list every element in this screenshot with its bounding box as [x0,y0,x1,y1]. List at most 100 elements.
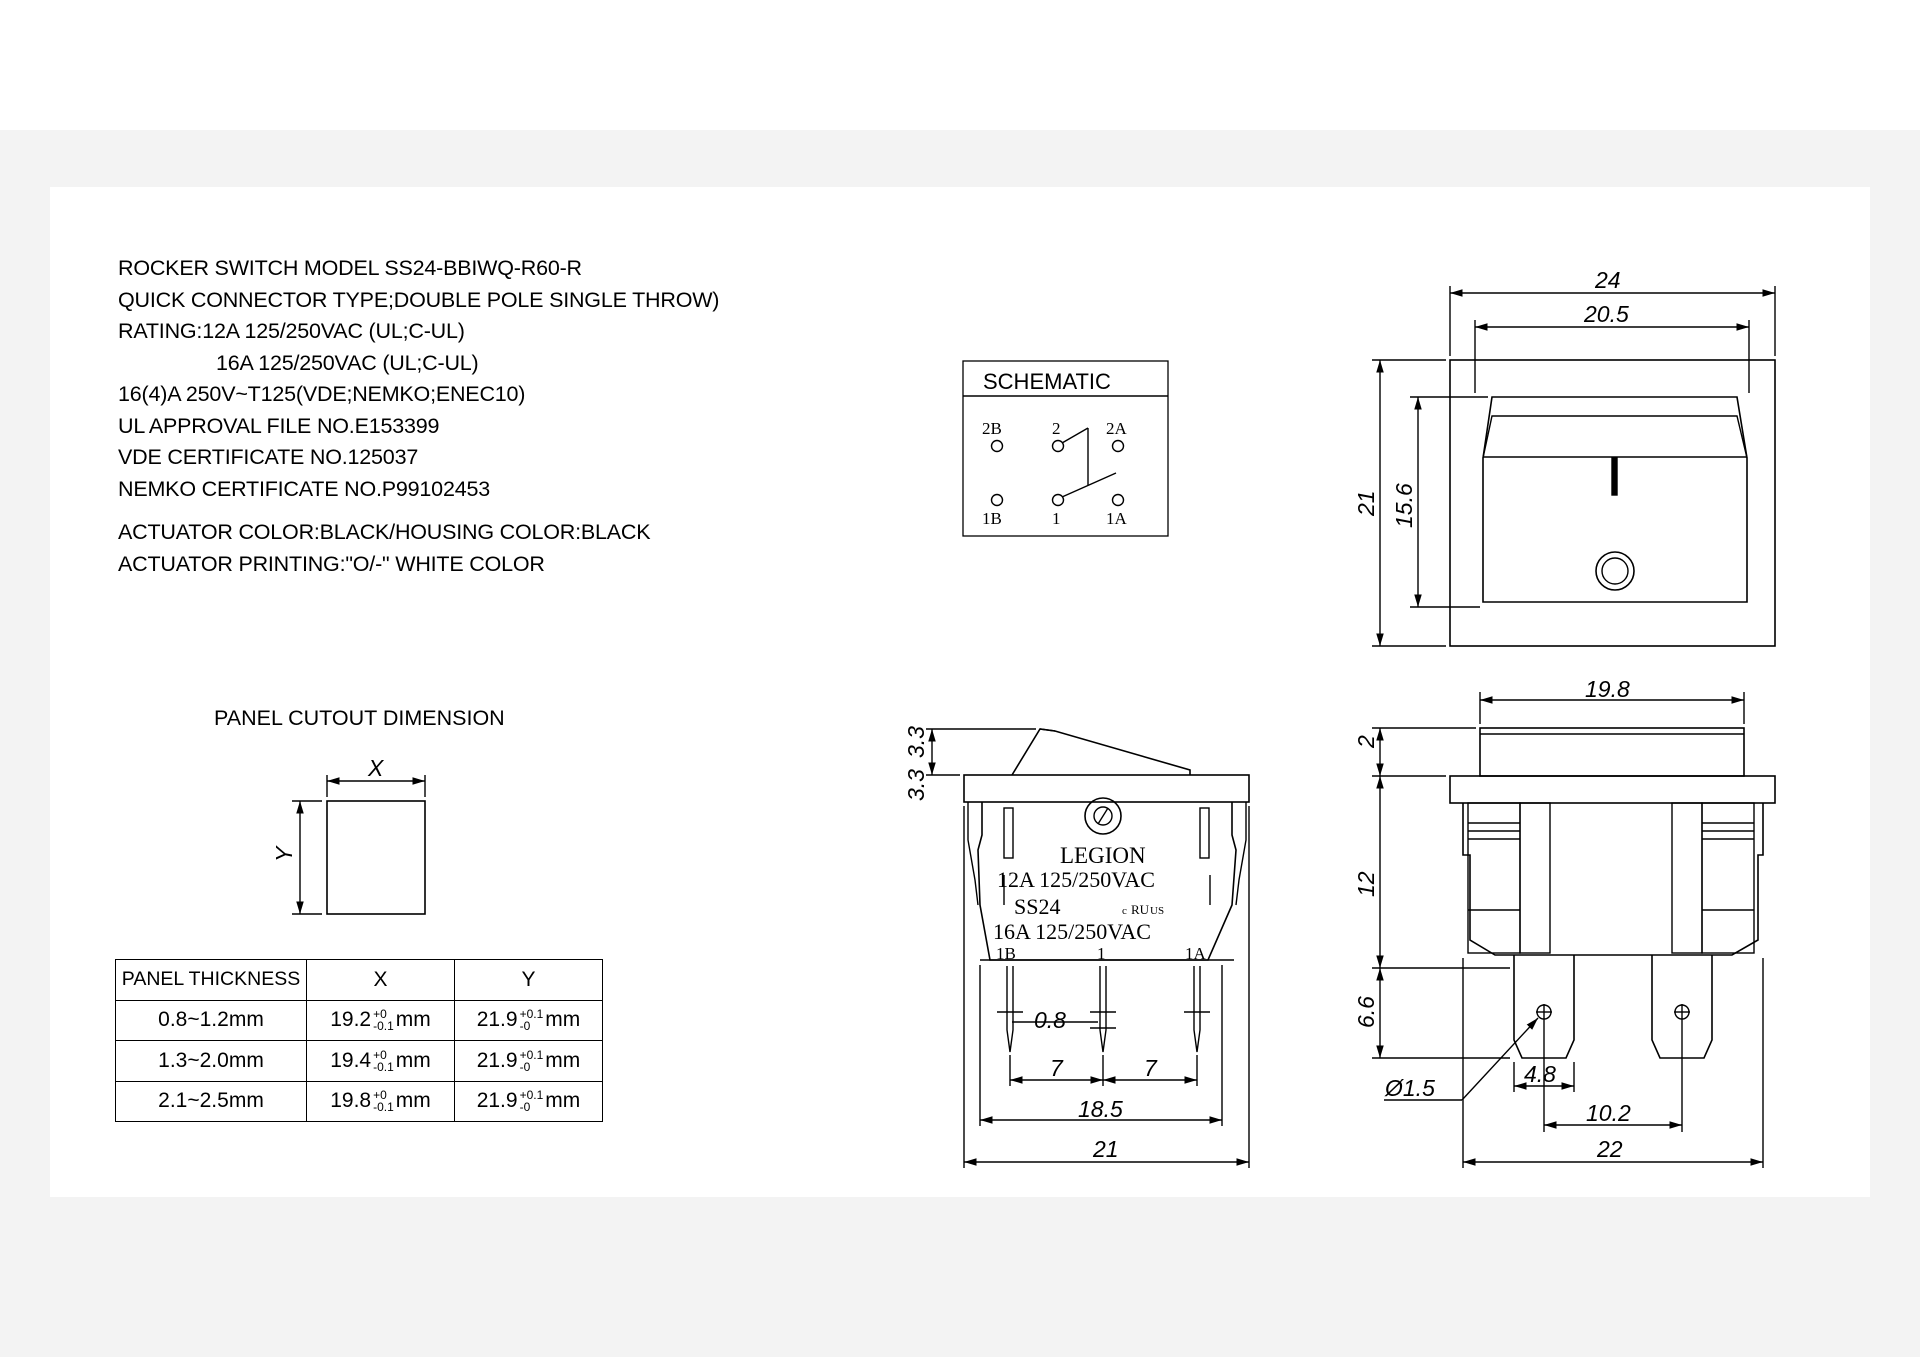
dim-12: 12 [1353,871,1379,897]
slot-right [1199,807,1210,859]
dim-3-3-a: 3.3 [903,769,929,801]
dim-7a: 7 [1050,1055,1064,1081]
tol-plus: +0 [373,1047,387,1062]
end-body [1462,803,1764,956]
actuator-edge [1039,728,1056,732]
lamp-hole-mark [1097,807,1109,825]
spec-nemko-cert: NEMKO CERTIFICATE NO.P99102453 [118,476,490,501]
dim-10-2: 10.2 [1586,1100,1631,1126]
lamp-hole-inner [1093,806,1113,826]
x-unit: mm [395,1048,431,1072]
y-tolerance: +0.1-0 [520,1049,544,1073]
front-view: 24 20.5 21 15.6 [1353,267,1776,647]
brand-text: LEGION [1060,843,1146,868]
dim-21-side: 21 [1092,1136,1119,1162]
cutout-drawing: X Y [271,755,426,915]
thickness-cell: 0.8~1.2mm [115,999,307,1041]
schematic-label-2a: 2A [1106,419,1128,438]
tol-minus: -0.1 [373,1100,394,1115]
dim-18-5: 18.5 [1078,1096,1123,1122]
inner-rib-right [1671,802,1703,954]
dim-19-8: 19.8 [1585,676,1630,702]
tol-plus: +0.1 [519,1088,544,1103]
y-value: 21.9 [476,1048,518,1072]
tol-minus: -0 [519,1059,531,1074]
pin-1 [1099,966,1107,1053]
contact-1 [1051,493,1065,507]
cert-mark-c: c [1122,905,1127,917]
dim-24: 24 [1594,267,1621,293]
spec-model: ROCKER SWITCH MODEL SS24-BBIWQ-R60-R [118,256,582,280]
tol-minus: -0.1 [373,1019,394,1034]
schematic-title: SCHEMATIC [983,369,1111,394]
schematic-box: SCHEMATIC 2B 2 2A 1B 1 1A [962,360,1169,537]
leader-hole [1461,1017,1539,1101]
y-tolerance: +0.1-0 [520,1089,544,1113]
contact-2b [990,439,1004,453]
table-header-row: PANEL THICKNESS X Y [115,959,603,1001]
table-header: Y [454,959,603,1001]
tol-plus: +0 [373,1007,387,1022]
dim-22: 22 [1596,1136,1623,1162]
clip-left [967,802,979,906]
actuator-outline [1482,396,1748,603]
pin-1b [1006,966,1014,1053]
y-value: 21.9 [476,1008,518,1032]
y-tolerance: +0.1-0 [520,1008,544,1032]
schematic-label-1b: 1B [982,509,1002,528]
spec-rating-3: 16(4)A 250V~T125(VDE;NEMKO;ENEC10) [118,382,526,406]
contact-1b [990,493,1004,507]
model-text: SS24 [1014,894,1060,919]
schematic-label-2b: 2B [982,419,1002,438]
x-tolerance: +0-0.1 [373,1008,394,1032]
tol-plus: +0.1 [519,1007,544,1022]
schematic-frame [962,360,1169,537]
tol-plus: +0.1 [519,1047,544,1062]
inner-rib-left [1519,802,1551,954]
dim-15-6: 15.6 [1391,483,1417,528]
contact-1a [1111,493,1125,507]
off-symbol-outer [1595,551,1635,591]
cutout-x-label: X [367,755,385,781]
rating-text-2: 16A 125/250VAC [993,919,1151,944]
dim-20-5: 20.5 [1583,301,1629,327]
cutout-y-label: Y [271,845,297,862]
dim-3-3-b: 3.3 [903,726,929,758]
spec-ul-file: UL APPROVAL FILE NO.E153399 [118,413,440,438]
side-view: LEGION 12A 125/250VAC SS24 c RU US 16A 1… [903,726,1250,1168]
schematic-label-1: 1 [1052,509,1061,528]
flange [963,774,1250,803]
cutout-title: PANEL CUTOUT DIMENSION [214,706,505,730]
off-symbol-inner [1601,557,1629,585]
schematic-label-1a: 1A [1106,509,1128,528]
switch-blade-top [1061,427,1089,444]
dim-6-6: 6.6 [1353,996,1379,1028]
clip-right [1235,802,1247,906]
pin-label-1: 1 [1097,944,1106,963]
dim-0-8: 0.8 [1034,1007,1066,1033]
schematic-label-2: 2 [1052,419,1061,438]
side-rib-right [1701,802,1755,954]
actuator-top [1479,727,1745,777]
tol-minus: -0 [519,1100,531,1115]
on-symbol [1611,457,1618,496]
x-unit: mm [395,1008,431,1032]
rocker-actuator [1011,728,1191,776]
spec-color: ACTUATOR COLOR:BLACK/HOUSING COLOR:BLACK [118,520,651,544]
y-value: 21.9 [476,1089,518,1113]
spec-block: ROCKER SWITCH MODEL SS24-BBIWQ-R60-R QUI… [118,253,719,580]
pin-label-1a: 1A [1185,944,1207,963]
x-value: 19.4 [330,1048,372,1072]
spec-rating-1: RATING:12A 125/250VAC (UL;C-UL) [118,319,465,343]
dim-7b: 7 [1144,1055,1158,1081]
contact-2a [1111,439,1125,453]
pin-label-1b: 1B [996,944,1016,963]
